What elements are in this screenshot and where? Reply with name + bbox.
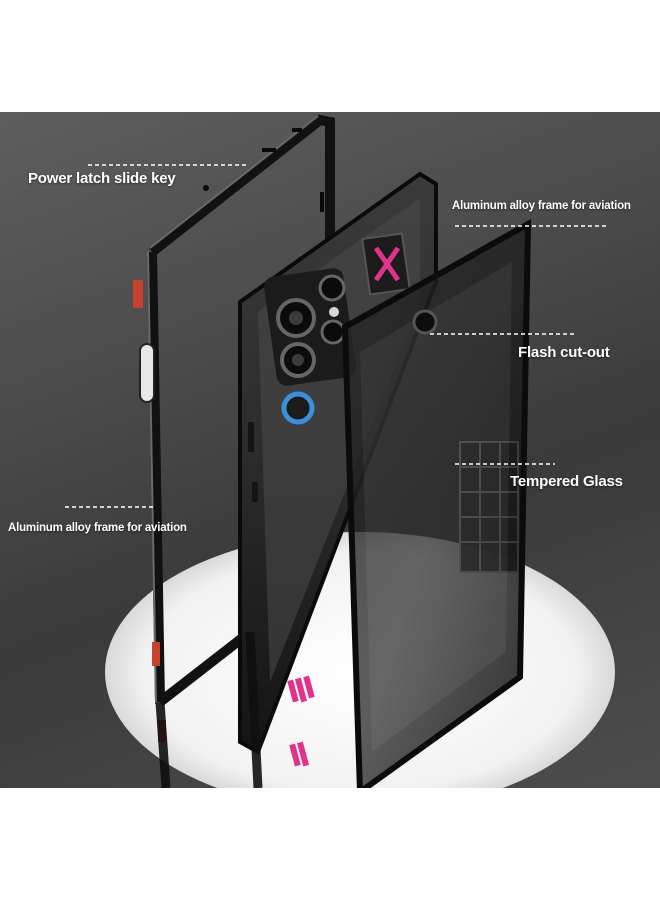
tempered-glass-panel: [341, 218, 532, 788]
flash-light: [329, 307, 339, 317]
frame-red-button-2: [152, 642, 160, 666]
leader-lines: [65, 164, 608, 508]
cooling-fan-ring: [281, 391, 315, 425]
pink-logo-display: [361, 232, 411, 296]
pink-logo-bottom: [287, 675, 315, 767]
camera-lens-3: [318, 274, 346, 302]
tempered-glass-label: Tempered Glass: [510, 473, 623, 490]
camera-module: [264, 268, 356, 386]
flash-cutout-hole: [412, 309, 438, 335]
frame-red-button-1: [133, 280, 143, 308]
product-photo: Power latch slide key Aluminum alloy fra…: [0, 112, 660, 788]
phone-case-illustration: [65, 114, 615, 788]
frame-white-key: [139, 343, 155, 403]
flash-cutout-label: Flash cut-out: [518, 344, 610, 361]
power-latch-label: Power latch slide key: [28, 170, 176, 187]
aluminum-frame-label-right: Aluminum alloy frame for aviation: [452, 200, 631, 212]
camera-lens-4: [320, 319, 346, 345]
aluminum-frame-label-left: Aluminum alloy frame for aviation: [8, 522, 187, 534]
